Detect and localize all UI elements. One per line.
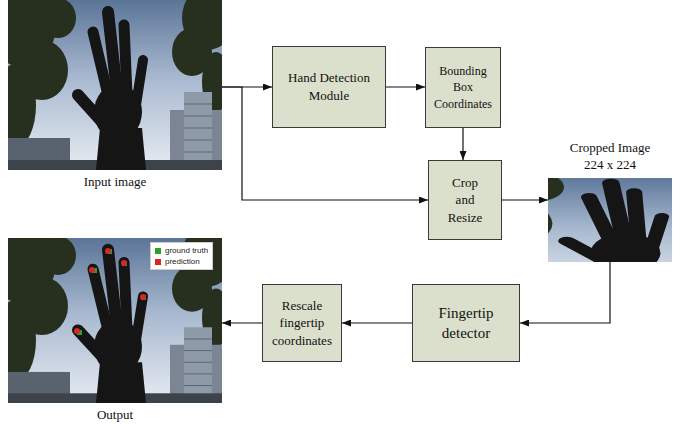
box-label: Fingertip detector — [421, 303, 511, 344]
legend-swatch — [155, 259, 161, 265]
flow-arrow — [502, 199, 548, 200]
box-content: Crop and Resize — [442, 174, 488, 227]
box-label: Crop and Resize — [442, 174, 488, 227]
fingertip-markers — [74, 248, 146, 335]
cropped-image: Cropped Image 224 x 224 — [548, 178, 672, 262]
image-caption: Input image — [8, 174, 222, 191]
box-label: Hand Detection Module — [279, 69, 379, 104]
legend-swatch — [155, 248, 161, 254]
legend-label: prediction — [165, 256, 200, 267]
box-content: Fingertip detector — [421, 303, 511, 344]
legend-box: ground truthprediction — [150, 242, 213, 270]
image-caption: Cropped Image 224 x 224 — [564, 140, 656, 174]
flow-arrow — [520, 262, 610, 323]
box-label: Rescale fingertip coordinates — [268, 297, 336, 350]
output-photo — [0, 221, 234, 403]
process-box: Hand Detection Module — [272, 46, 386, 128]
process-box: Rescale fingertip coordinates — [262, 284, 342, 362]
box-content: Hand Detection Module — [279, 69, 379, 104]
data-box: Bounding Box Coordinates — [425, 47, 501, 128]
process-box: Fingertip detector — [412, 284, 520, 362]
input-image: Input image — [8, 0, 222, 170]
legend-entry: prediction — [155, 256, 208, 267]
legend-entry: ground truth — [155, 245, 208, 256]
input-photo — [0, 0, 234, 170]
box-label: Bounding Box Coordinates — [431, 63, 495, 112]
flow-arrow — [462, 128, 463, 160]
flow-arrow — [342, 322, 412, 323]
box-content: Rescale fingertip coordinates — [268, 297, 336, 350]
flow-arrow — [386, 86, 425, 87]
flow-arrow — [222, 322, 262, 323]
box-content: Bounding Box Coordinates — [431, 63, 495, 112]
image-caption: Output — [8, 407, 222, 424]
legend-label: ground truth — [165, 245, 208, 256]
process-box: Crop and Resize — [428, 160, 502, 240]
cropped-photo — [548, 178, 672, 262]
